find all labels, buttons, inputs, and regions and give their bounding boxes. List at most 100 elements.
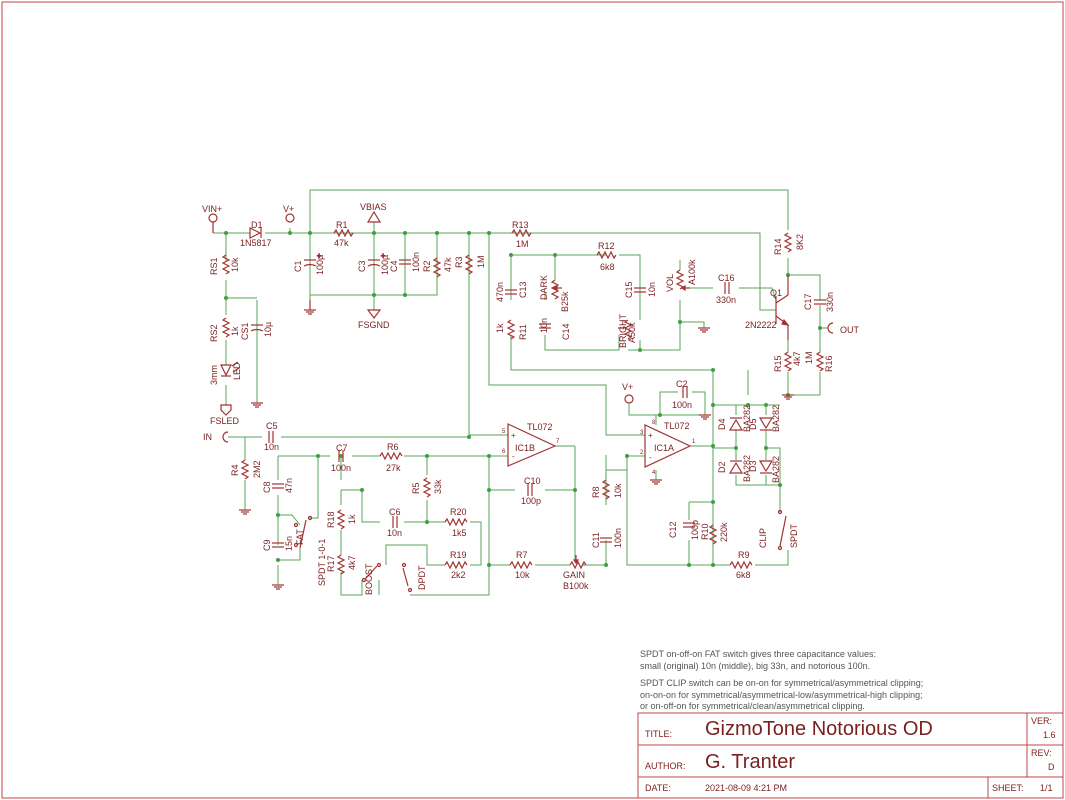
fsgnd-icon [366, 309, 382, 319]
note-fat-switch: SPDT on-off-on FAT switch gives three ca… [640, 649, 876, 671]
ref-label: FAT [295, 529, 305, 545]
value-label: 10k [230, 257, 240, 272]
value-label: 1k5 [452, 528, 467, 538]
ref-label: C15 [624, 281, 634, 298]
value-label: 10n [264, 442, 279, 452]
svg-text:8: 8 [652, 420, 656, 426]
ref-label: C14 [561, 323, 571, 340]
svg-text:7: 7 [556, 439, 560, 445]
ref-label: R2 [422, 260, 432, 272]
pot-bright-icon [623, 319, 633, 340]
resistor-r20-icon [444, 517, 468, 527]
ref-label: R13 [512, 220, 529, 230]
ref-label: LED [232, 362, 242, 380]
ref-label: D3 [748, 460, 758, 472]
transistor-q1-icon [775, 275, 790, 340]
svg-text:-: - [512, 452, 515, 461]
value-label: 100n [331, 463, 351, 473]
capacitor-c16-icon [724, 282, 730, 294]
ground-icon [698, 327, 710, 333]
ref-label: GAIN [563, 570, 585, 580]
resistor-r16-icon [815, 351, 825, 372]
svg-text:+: + [648, 431, 653, 440]
pot-gain-icon [569, 560, 587, 570]
ref-label: R14 [773, 238, 783, 255]
resistor-r14-icon [783, 232, 793, 253]
ref-label: R11 [518, 324, 528, 340]
resistor-r6-icon [379, 451, 403, 461]
ground-icon [239, 509, 251, 515]
resistor-r9-icon [729, 560, 753, 570]
svg-text:4: 4 [652, 470, 656, 476]
capacitor-c3-icon: + [367, 252, 386, 267]
value-label: BA282 [771, 456, 781, 483]
resistor-r17-icon [336, 554, 346, 575]
resistor-r19-icon [444, 560, 468, 570]
vplus-power-icon [285, 213, 295, 223]
ref-label: BRIGHT [618, 313, 628, 348]
switch-clip-icon [777, 509, 787, 551]
capacitor-c17-icon [814, 299, 826, 305]
diode-d5-icon [758, 417, 774, 431]
resistor-r10-icon [708, 524, 718, 545]
ref-label: VOL [665, 274, 675, 292]
value-label: SPDT 1-0-1 [317, 539, 327, 586]
ref-label: R8 [591, 486, 601, 498]
resistor-r2-icon [432, 257, 442, 278]
value-label: BA282 [742, 405, 752, 432]
ref-label: D1 [251, 220, 263, 230]
ref-label: D2 [717, 461, 727, 473]
capacitor-c2-icon [682, 386, 688, 398]
vin-power-icon [208, 213, 218, 223]
value-label: 47n [284, 478, 294, 493]
title-block-frame [637, 712, 1064, 799]
capacitor-c5-icon [268, 431, 274, 443]
value-label: 10n [387, 528, 402, 538]
value-label: 15n [284, 536, 294, 551]
resistor-r15-icon [783, 351, 793, 372]
value-label: 10µ [263, 322, 273, 337]
wires [213, 189, 828, 596]
ref-label: R3 [454, 256, 464, 268]
value-label: 3mm [209, 365, 219, 385]
ref-label: C2 [676, 379, 688, 389]
diode-d1-icon [249, 227, 262, 239]
net-label-vin: VIN+ [202, 204, 222, 214]
capacitor-c7-icon [338, 450, 344, 462]
value-label: 4k7 [792, 351, 802, 366]
ground-icon [251, 402, 263, 408]
svg-text:6: 6 [502, 449, 506, 455]
capacitor-c15-icon [634, 287, 646, 293]
vplus2-power-icon [624, 394, 634, 404]
net-label-fsled: FSLED [210, 416, 240, 426]
value-label: SPDT [789, 523, 799, 548]
resistor-r12-icon [596, 250, 617, 260]
labels: VIN+ V+ VBIAS FSGND FSLED IN OUT V+ D1 1… [202, 202, 860, 595]
value-label: 330n [716, 295, 736, 305]
ref-label: R18 [326, 511, 336, 528]
author-label: AUTHOR: [645, 761, 686, 771]
value-label: 27k [386, 463, 401, 473]
value-label: 8K2 [795, 234, 805, 250]
junctions [224, 231, 822, 567]
ref-label: R1 [336, 220, 348, 230]
ref-label: BOOST [364, 563, 374, 595]
value-label: 100n [672, 400, 692, 410]
ref-label: C17 [803, 293, 813, 310]
rev-label: REV: [1031, 748, 1052, 758]
value-label: B25k [560, 291, 570, 312]
svg-text:2: 2 [640, 450, 644, 456]
ref-label: C6 [389, 507, 401, 517]
resistor-r3-icon [464, 254, 474, 275]
ref-label: C16 [718, 273, 735, 283]
ref-label: R5 [411, 482, 421, 494]
svg-text:+: + [511, 431, 516, 440]
svg-text:1: 1 [692, 439, 696, 445]
resistor-r11-icon [506, 319, 516, 340]
value-label: 1k [347, 514, 357, 524]
ref-label: RS2 [209, 324, 219, 342]
pot-vol-icon [675, 269, 685, 290]
ref-label: C9 [262, 539, 272, 551]
switch-fat-icon [293, 515, 313, 549]
capacitor-c13-icon [505, 289, 517, 295]
